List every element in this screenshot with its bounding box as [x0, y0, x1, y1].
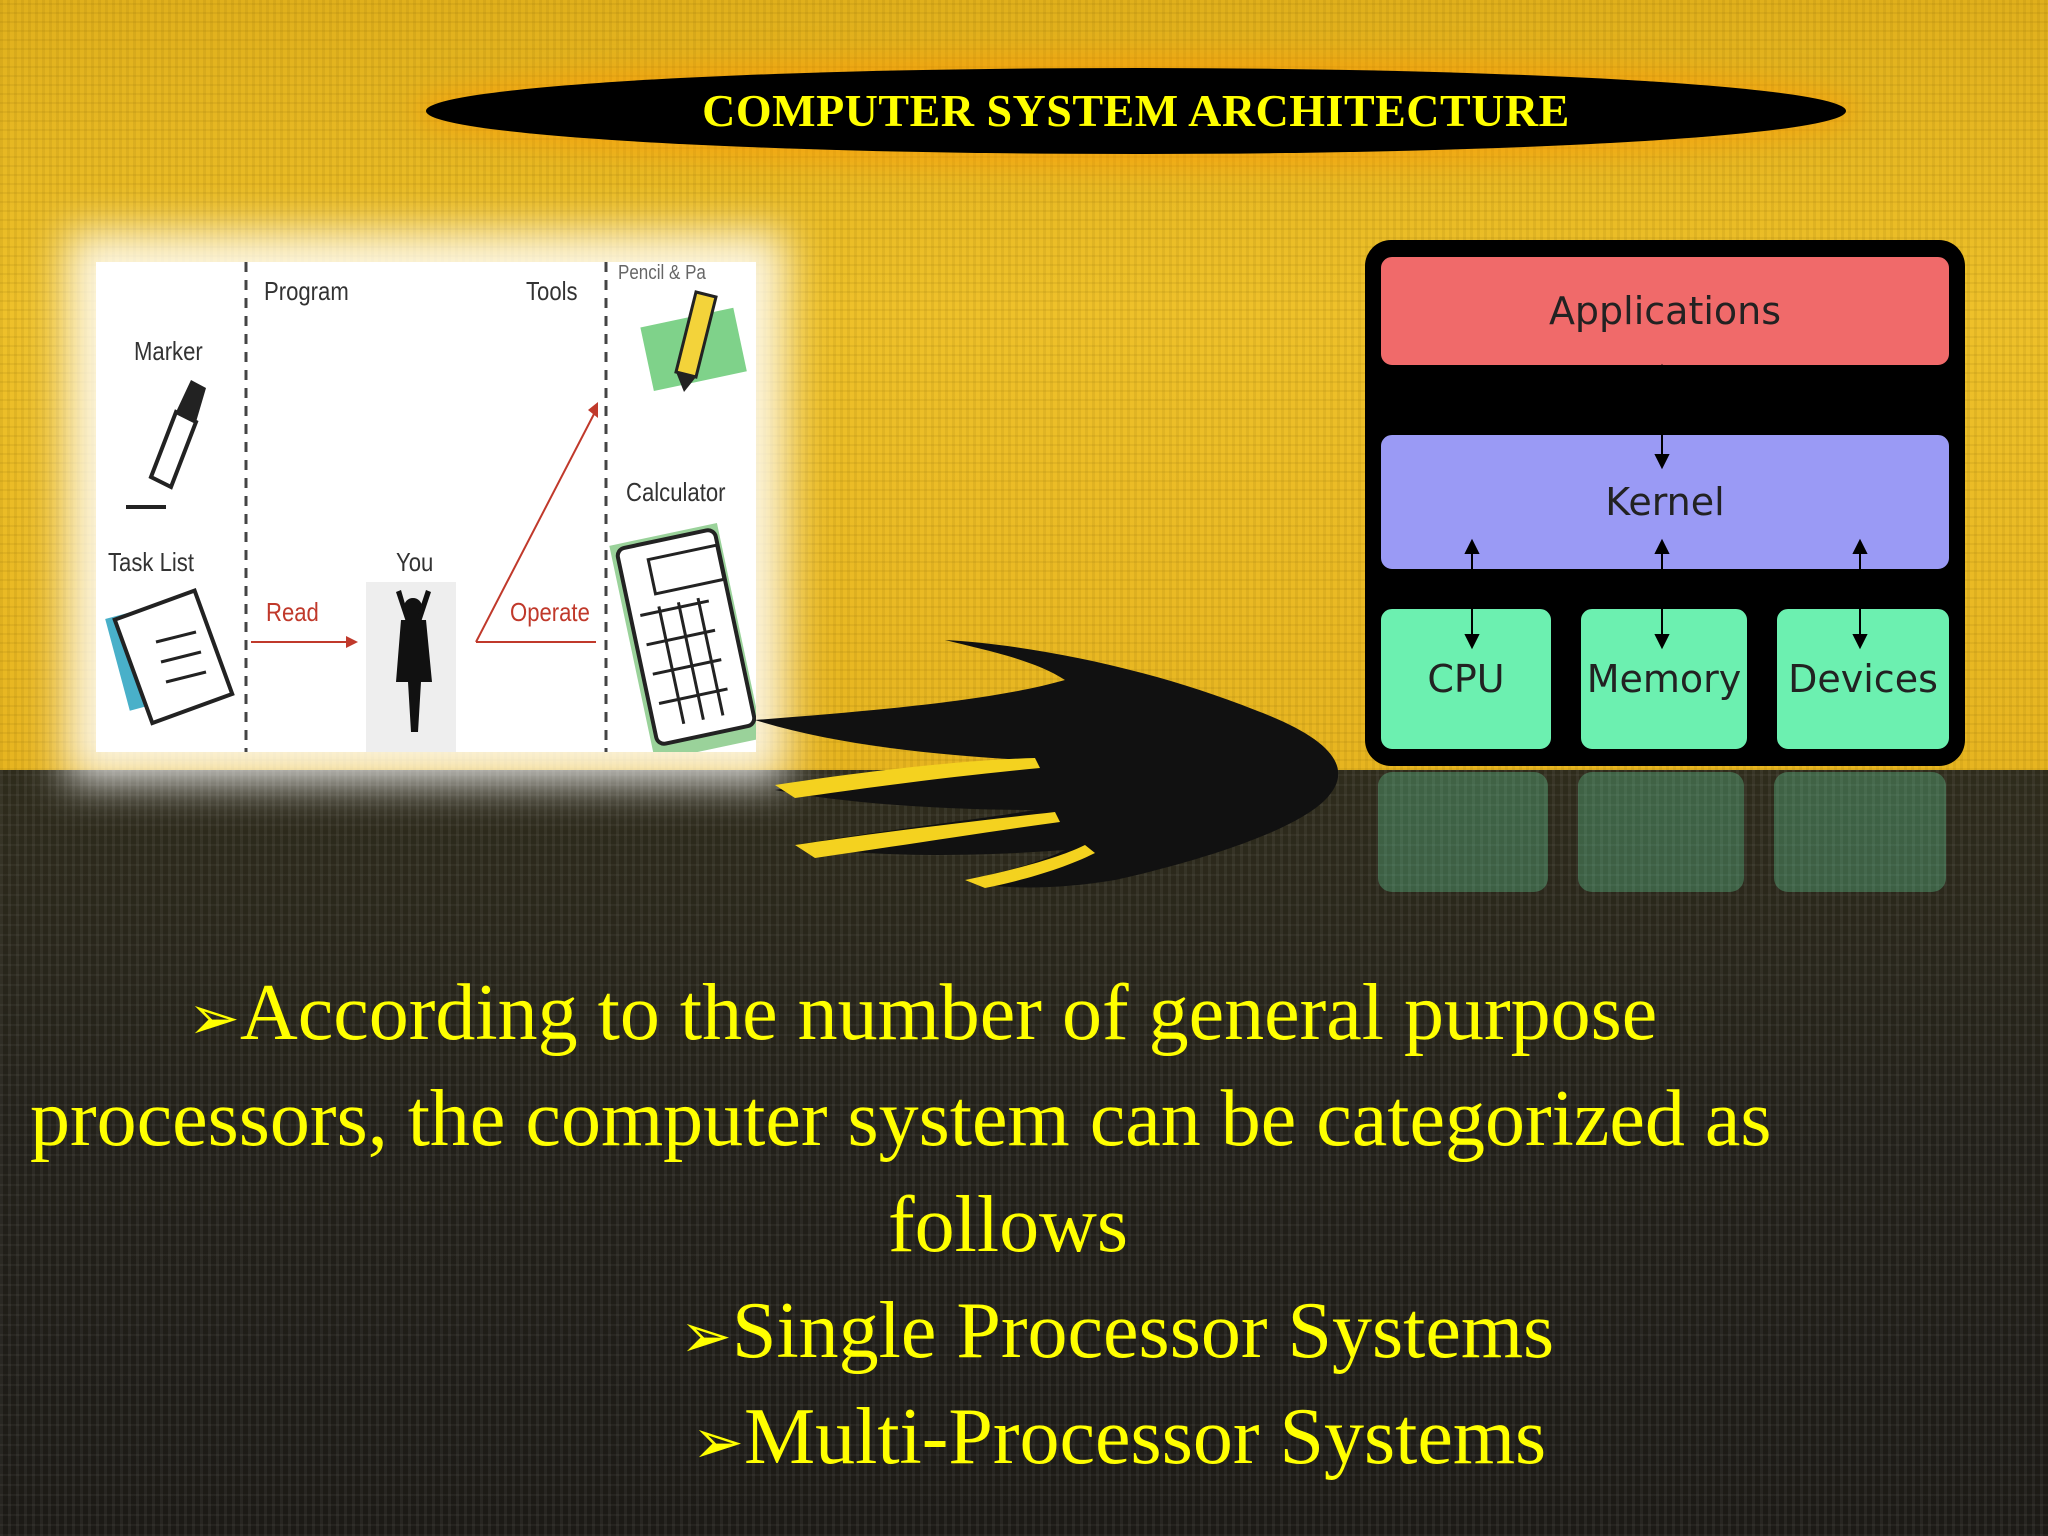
main-bullet-line-1: ➢According to the number of general purp…: [188, 969, 1658, 1057]
task-list-label: Task List: [108, 547, 194, 577]
task-list-icon: [105, 588, 235, 726]
sub-bullet-single-processor: ➢Single Processor Systems: [680, 1287, 1555, 1375]
kernel-label: Kernel: [1605, 480, 1725, 524]
pencil-paper-label: Pencil & Pa: [618, 262, 706, 284]
cpu-box: CPU: [1378, 606, 1554, 752]
main-bullet-line-3: follows: [888, 1181, 1128, 1269]
os-stack-diagram: Applications Kernel CPU Memory Devices: [1365, 240, 1965, 766]
devices-box: Devices: [1774, 606, 1952, 752]
marker-label: Marker: [134, 336, 203, 366]
applications-layer: Applications: [1378, 254, 1952, 368]
applications-label: Applications: [1548, 289, 1782, 333]
calculator-label: Calculator: [626, 477, 726, 507]
you-label: You: [396, 547, 434, 577]
bullet-arrow-icon: ➢: [680, 1299, 732, 1372]
cpu-label: CPU: [1427, 657, 1505, 701]
dark-textured-background: [0, 770, 2048, 1536]
sub-bullet-multi-processor: ➢Multi-Processor Systems: [692, 1393, 1547, 1481]
cpu-reflection: [1378, 772, 1548, 892]
program-column-label: Program: [264, 276, 349, 306]
slide-title: COMPUTER SYSTEM ARCHITECTURE: [702, 85, 1570, 136]
memory-reflection: [1578, 772, 1744, 892]
bullet-arrow-icon: ➢: [188, 981, 240, 1054]
memory-label: Memory: [1586, 657, 1742, 701]
bullet-arrow-icon: ➢: [692, 1405, 744, 1478]
marker-icon: [126, 380, 206, 509]
stack-reflection: [1365, 768, 1965, 898]
read-label: Read: [266, 597, 319, 627]
main-bullet-line-2: processors, the computer system can be c…: [30, 1075, 1772, 1163]
stack-arrows: [1464, 363, 1868, 650]
program-tools-illustration: Program Tools Pencil & Pa Marker Task Li…: [96, 262, 756, 752]
title-oval: [426, 68, 1846, 154]
tools-column-label: Tools: [526, 276, 578, 306]
person-icon: [366, 582, 456, 752]
memory-box: Memory: [1578, 606, 1750, 752]
operate-label: Operate: [510, 597, 590, 627]
devices-label: Devices: [1788, 657, 1938, 701]
illustration-drawing: [105, 262, 756, 752]
devices-reflection: [1774, 772, 1946, 892]
pencil-paper-icon: [640, 290, 747, 392]
calculator-icon: [609, 522, 756, 752]
pointing-arrow-graphic: [755, 640, 1339, 888]
